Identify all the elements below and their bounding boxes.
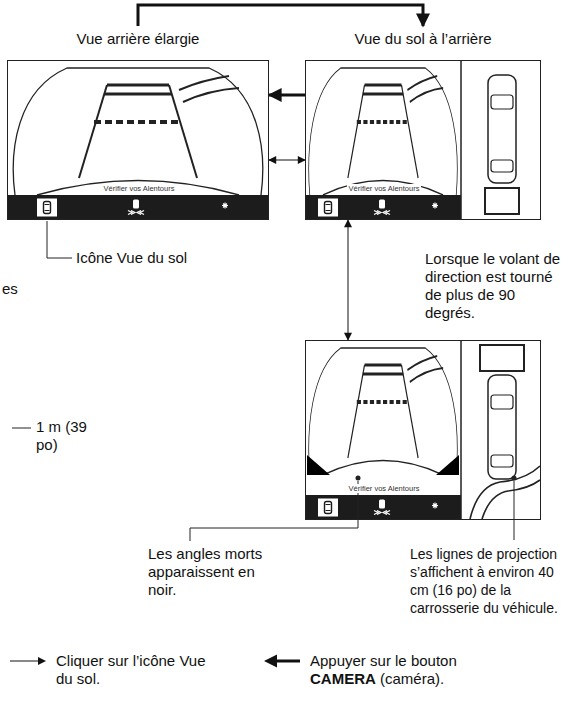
illustration-stroke	[491, 395, 513, 409]
illustration-stroke	[491, 95, 513, 109]
arrow-head	[264, 655, 277, 668]
illustration-stroke	[128, 200, 144, 215]
illustration-stroke	[190, 481, 358, 541]
illustration-stroke	[460, 340, 462, 520]
screen-message: Vérifier vos Alentours	[306, 484, 462, 493]
illustration-stroke	[514, 481, 515, 540]
illustration-stroke	[374, 200, 390, 215]
screen-ground-rear	[305, 60, 519, 220]
legend-entry: Cliquer sur l’icône Vue du sol.	[8, 652, 206, 688]
illustration-stroke	[305, 340, 461, 475]
illustration-stroke	[37, 199, 57, 217]
cut-off-text: es	[2, 280, 32, 298]
camera-screen: Vérifier vos Alentours Vue arrière élargi…	[7, 26, 269, 220]
screen-message: Vérifier vos Alentours	[8, 184, 270, 193]
camera-screen: Vérifier vos Alentours	[305, 340, 541, 520]
illustration-stroke	[432, 503, 448, 515]
screen-frame: Vérifier vos Alentours	[305, 340, 541, 520]
screen-frame: Vérifier vos Alentours	[305, 60, 541, 220]
illustration-stroke	[374, 500, 390, 515]
arrow-shaft	[274, 660, 300, 663]
illustration-stroke	[491, 455, 513, 467]
condition-note: Lorsque le volant de direction est tourn…	[425, 250, 567, 322]
illustration-stroke	[318, 499, 338, 517]
illustration-stroke	[318, 199, 338, 217]
illustration-stroke	[488, 75, 516, 183]
icon-callout: Icône Vue du sol	[76, 249, 226, 267]
dimension-label: 1 m (39 po)	[36, 418, 94, 454]
illustration-stroke	[305, 495, 461, 520]
camera-screen: Vérifier vos Alentours Vue du sol à l’arr…	[305, 26, 541, 220]
screen-wide-rear	[7, 60, 269, 220]
camera-button-arrow	[138, 5, 423, 26]
illustration-stroke	[7, 195, 269, 220]
arrow-shaft	[10, 661, 40, 662]
illustration-stroke	[488, 375, 516, 479]
illustration-stroke	[7, 60, 269, 195]
illustration-stroke	[470, 466, 540, 519]
legend-entry: Appuyer sur le bouton CAMERA (caméra).	[262, 652, 490, 688]
illustration-stroke	[432, 203, 448, 215]
callout-text: Les angles morts apparaissent en noir.	[148, 545, 274, 599]
legend-arrow-sample	[262, 652, 302, 670]
illustration-stroke	[512, 476, 517, 481]
illustration-stroke	[307, 455, 330, 475]
illustration-stroke	[305, 195, 461, 220]
view-title: Vue du sol à l’arrière	[305, 30, 541, 48]
legend-text: Cliquer sur l’icône Vue du sol.	[56, 652, 206, 688]
illustration-stroke	[436, 455, 459, 475]
illustration-stroke	[460, 60, 462, 220]
illustration-stroke	[47, 221, 72, 258]
screen-ground-rear-turned	[305, 340, 540, 520]
illustration-stroke	[491, 160, 513, 172]
illustration-stroke	[222, 203, 238, 215]
illustration-stroke	[480, 345, 524, 371]
legend-arrow-sample	[8, 652, 48, 670]
screen-message: Vérifier vos Alentours	[306, 184, 462, 193]
screen-message-text: Vérifier vos Alentours	[347, 484, 422, 493]
camera-button-arrow	[269, 94, 305, 97]
legend-text: Appuyer sur le bouton CAMERA (caméra).	[310, 652, 490, 688]
screen-message-text: Vérifier vos Alentours	[102, 184, 177, 193]
illustration-stroke	[356, 476, 361, 481]
callout-text: Les lignes de projection s’affichent à e…	[410, 545, 568, 617]
view-title: Vue arrière élargie	[7, 30, 269, 48]
screen-message-text: Vérifier vos Alentours	[347, 184, 422, 193]
illustration-stroke	[305, 60, 461, 195]
icon-click-arrow	[269, 160, 305, 161]
screen-frame: Vérifier vos Alentours	[7, 60, 269, 220]
illustration-stroke	[12, 428, 31, 429]
arrow-head	[38, 657, 46, 665]
icon-click-arrow	[348, 220, 349, 340]
illustration-stroke	[482, 480, 540, 519]
illustration-stroke	[485, 188, 519, 214]
